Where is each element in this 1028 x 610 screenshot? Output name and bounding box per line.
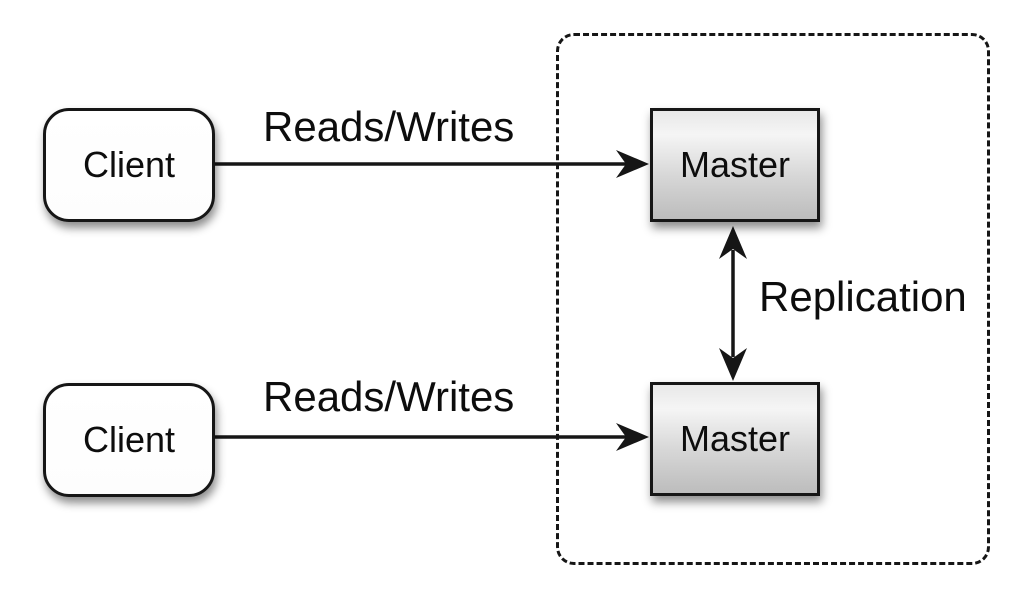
node-client-bottom-label: Client (82, 419, 176, 460)
replication-cluster-border (556, 33, 990, 565)
node-master-bottom-label: Master (679, 418, 791, 459)
node-master-bottom: Master (650, 382, 820, 496)
node-client-top: Client (43, 108, 215, 222)
edge-label-reads-writes-top: Reads/Writes (263, 103, 515, 150)
node-client-top-label: Client (82, 144, 176, 185)
node-master-top: Master (650, 108, 820, 222)
node-client-bottom: Client (43, 383, 215, 497)
edge-label-reads-writes-bottom: Reads/Writes (263, 373, 515, 420)
edge-label-replication: Replication (759, 273, 967, 320)
node-master-top-label: Master (679, 144, 791, 185)
